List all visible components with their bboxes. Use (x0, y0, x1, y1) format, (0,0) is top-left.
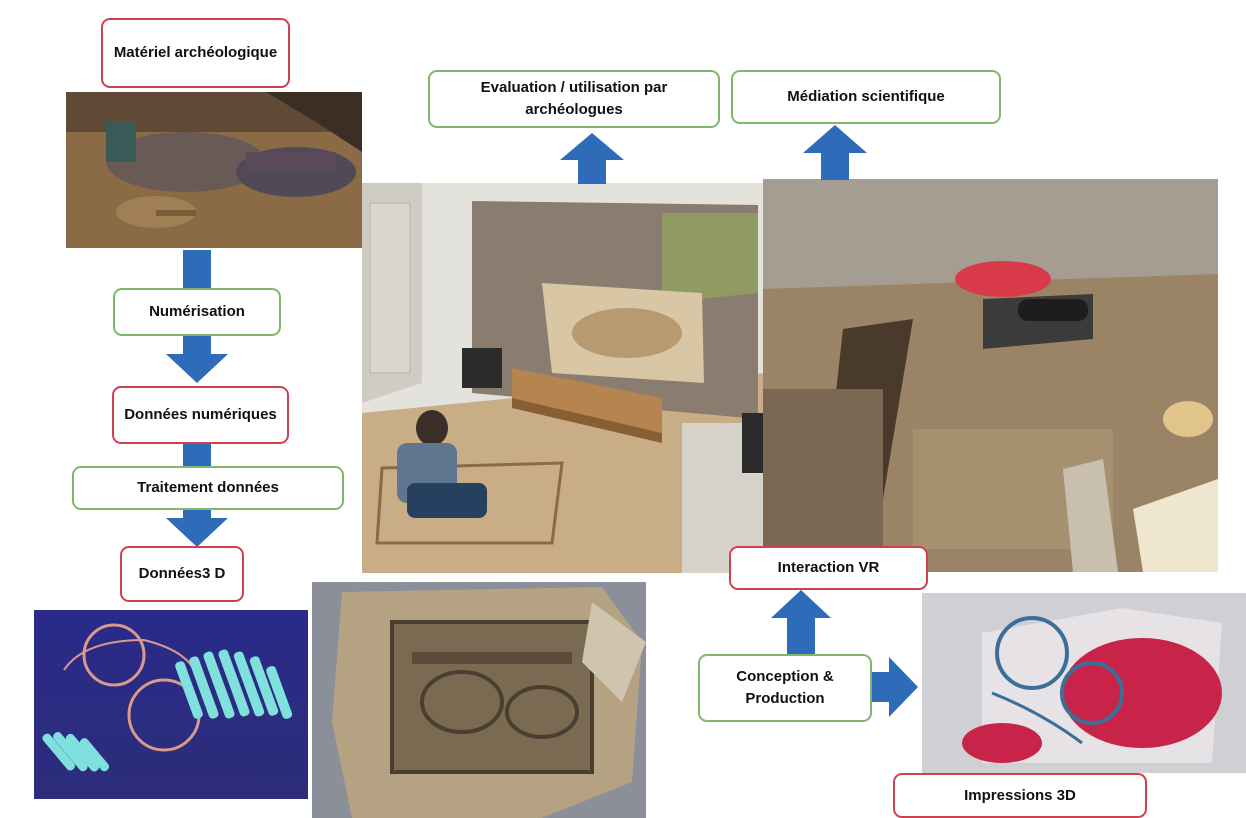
box-donnees3d: Données3 D (120, 546, 244, 602)
3d-data-render (34, 610, 308, 799)
arrow-shaft-materiel (183, 250, 211, 288)
arrow-shaft-donnees (183, 444, 211, 466)
box-donnees-numeriques: Données numériques (112, 386, 289, 444)
arrow-up-mediation (803, 125, 867, 180)
box-impressions: Impressions 3D (893, 773, 1147, 818)
box-mediation: Médiation scientifique (731, 70, 1001, 124)
box-evaluation: Evaluation / utilisation par archéologue… (428, 70, 720, 128)
box-traitement: Traitement données (72, 466, 344, 510)
arrow-up-evaluation (560, 133, 624, 184)
arrow-down-traitement (166, 510, 228, 547)
arrow-right-impressions (872, 657, 918, 717)
excavation-photo (66, 92, 362, 248)
box-conception: Conception & Production (698, 654, 872, 722)
arrow-up-interaction (771, 590, 831, 654)
box-interaction-vr: Interaction VR (729, 546, 928, 590)
vr-room-photo (362, 183, 766, 573)
3d-print-photo (922, 593, 1246, 773)
box-materiel: Matériel archéologique (101, 18, 290, 88)
excavation-model-photo (763, 179, 1218, 572)
top-down-model (312, 582, 646, 818)
box-numerisation: Numérisation (113, 288, 281, 336)
arrow-down-numerisation (166, 336, 228, 383)
